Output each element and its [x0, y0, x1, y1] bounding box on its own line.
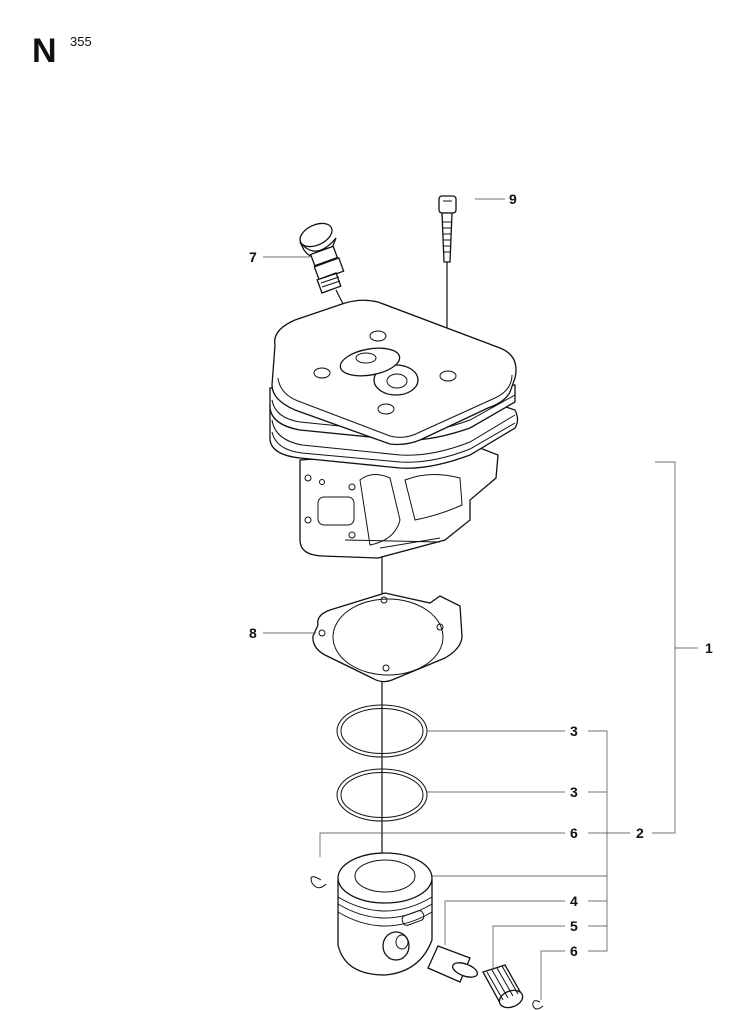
page-number: 355 — [70, 34, 92, 49]
decompression-valve-part-7 — [299, 222, 345, 294]
cylinder-body — [269, 299, 519, 559]
needle-bearing-part-5 — [482, 964, 524, 1009]
circlip-part-6-left — [310, 876, 327, 889]
piston-part-2 — [337, 852, 433, 976]
callout-4: 4 — [570, 893, 578, 909]
bolt-part-9 — [438, 195, 457, 263]
callout-2: 2 — [636, 825, 644, 841]
callout-3-lower: 3 — [570, 784, 578, 800]
gasket-part-8 — [312, 592, 463, 683]
piston-ring-lower — [336, 768, 428, 822]
callout-6-upper: 6 — [570, 825, 578, 841]
callout-8: 8 — [249, 625, 257, 641]
callout-6-lower: 6 — [570, 943, 578, 959]
callout-9: 9 — [509, 191, 517, 207]
circlip-part-6-right — [532, 1000, 544, 1010]
callout-7: 7 — [249, 249, 257, 265]
piston-pin-part-4 — [427, 945, 479, 983]
section-letter: N — [32, 32, 57, 70]
callout-5: 5 — [570, 918, 578, 934]
callout-1: 1 — [705, 640, 713, 656]
callout-3-upper: 3 — [570, 723, 578, 739]
